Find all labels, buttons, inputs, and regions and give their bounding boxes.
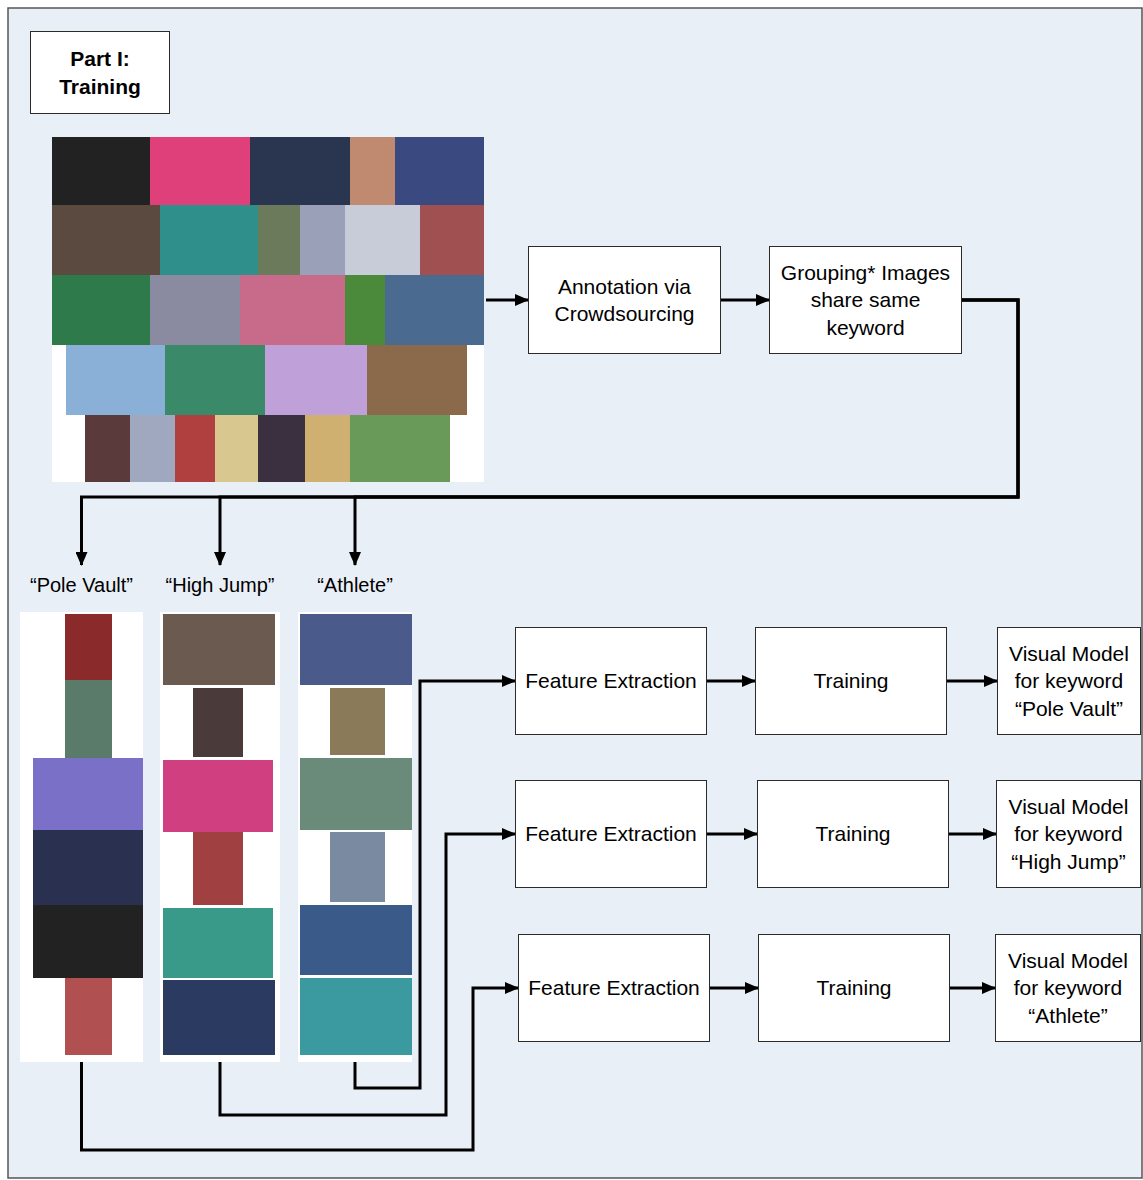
process-box: Grouping* Images share same keyword bbox=[769, 246, 962, 354]
box-label: Visual Model for keyword “Pole Vault” bbox=[1004, 640, 1134, 722]
process-box: Visual Model for keyword “Pole Vault” bbox=[997, 627, 1141, 735]
flow-arrow bbox=[949, 833, 996, 836]
process-box: Feature Extraction bbox=[518, 934, 710, 1042]
box-label: Feature Extraction bbox=[525, 667, 697, 694]
box-label: Training bbox=[815, 820, 890, 847]
group-heading: “Athlete” bbox=[296, 565, 414, 605]
image-group: “High Jump” bbox=[153, 565, 287, 1062]
box-label: Feature Extraction bbox=[528, 974, 700, 1001]
box-label: Part I: Training bbox=[37, 45, 163, 100]
flow-arrow bbox=[721, 299, 769, 302]
high-jump-images bbox=[160, 612, 280, 1062]
process-box: Part I: Training bbox=[30, 31, 170, 114]
pole-vault-images bbox=[20, 612, 143, 1062]
group-heading: “Pole Vault” bbox=[18, 565, 145, 605]
process-box: Annotation via Crowdsourcing bbox=[528, 246, 721, 354]
image-group: “Athlete” bbox=[296, 565, 414, 1062]
flow-arrow bbox=[950, 987, 995, 990]
box-label: Training bbox=[813, 667, 888, 694]
box-label: Grouping* Images share same keyword bbox=[776, 259, 955, 341]
flow-arrow bbox=[710, 987, 758, 990]
process-box: Feature Extraction bbox=[515, 627, 707, 735]
athlete-images bbox=[298, 612, 412, 1062]
process-box: Training bbox=[758, 934, 950, 1042]
group-heading: “High Jump” bbox=[153, 565, 287, 605]
box-label: Annotation via Crowdsourcing bbox=[535, 273, 714, 328]
process-box: Visual Model for keyword “Athlete” bbox=[995, 934, 1141, 1042]
image-group: “Pole Vault” bbox=[18, 565, 145, 1062]
collage-arrow bbox=[486, 299, 528, 302]
flow-arrow bbox=[82, 988, 519, 1150]
flow-arrow bbox=[707, 833, 757, 836]
process-box: Feature Extraction bbox=[515, 780, 707, 888]
box-label: Visual Model for keyword “Athlete” bbox=[1002, 947, 1134, 1029]
panel-frame bbox=[8, 8, 1142, 1178]
process-box: Training bbox=[755, 627, 947, 735]
flow-arrow bbox=[220, 834, 515, 1115]
box-label: Visual Model for keyword “High Jump” bbox=[1003, 793, 1134, 875]
process-box: Training bbox=[757, 780, 949, 888]
flow-arrow bbox=[947, 680, 997, 683]
box-label: Feature Extraction bbox=[525, 820, 697, 847]
process-box: Visual Model for keyword “High Jump” bbox=[996, 780, 1141, 888]
flow-arrow bbox=[355, 681, 515, 1088]
flow-arrow bbox=[707, 680, 755, 683]
box-label: Training bbox=[816, 974, 891, 1001]
photo-collage bbox=[52, 137, 484, 482]
